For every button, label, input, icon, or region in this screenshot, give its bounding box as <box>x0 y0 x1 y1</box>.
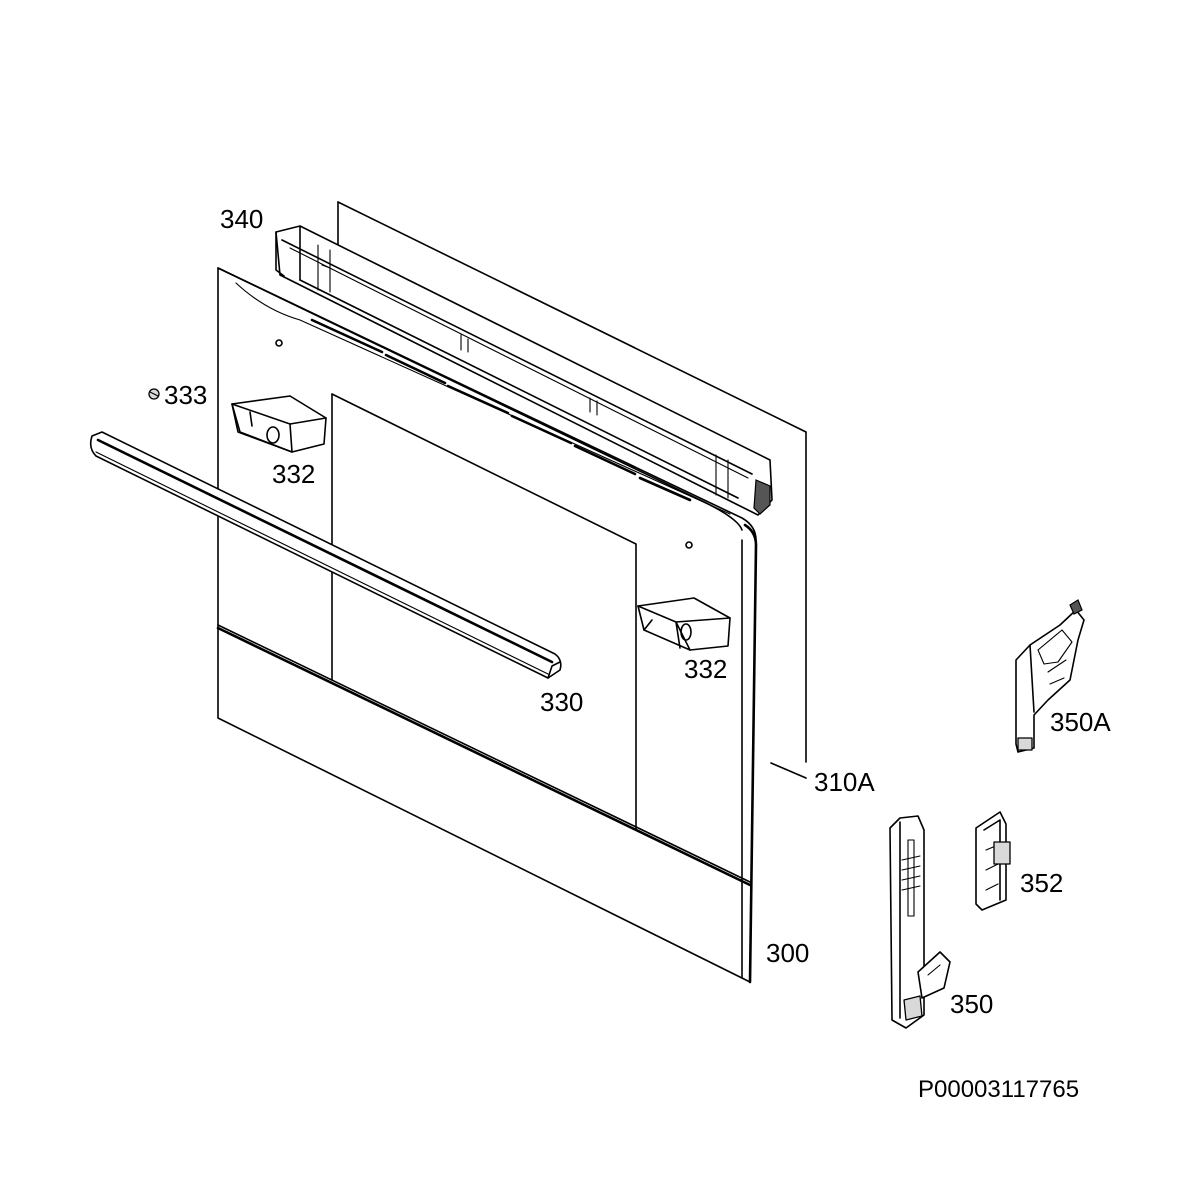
hinge-cover-bracket-332-left <box>231 395 327 453</box>
part-label-330: 330 <box>540 687 583 717</box>
hinge-350a <box>1015 599 1085 753</box>
part-label-350a: 350A <box>1050 707 1111 737</box>
part-label-300: 300 <box>766 938 809 968</box>
drawing-reference-code: P00003117765 <box>918 1076 1079 1103</box>
part-label-350: 350 <box>950 989 993 1019</box>
part-label-332-right: 332 <box>684 654 727 684</box>
top-door-profile-340 <box>275 225 773 516</box>
part-label-333: 333 <box>164 380 207 410</box>
part-label-340: 340 <box>220 204 263 234</box>
part-label-352: 352 <box>1020 868 1063 898</box>
hinge-350 <box>889 815 951 1029</box>
hinge-cover-bracket-332-right <box>637 597 731 651</box>
screw-333 <box>148 388 160 400</box>
hinge-receiver-352 <box>975 811 1011 911</box>
part-label-332-left: 332 <box>272 459 315 489</box>
part-label-310a: 310A <box>814 767 875 797</box>
door-handle-330 <box>89 431 562 679</box>
